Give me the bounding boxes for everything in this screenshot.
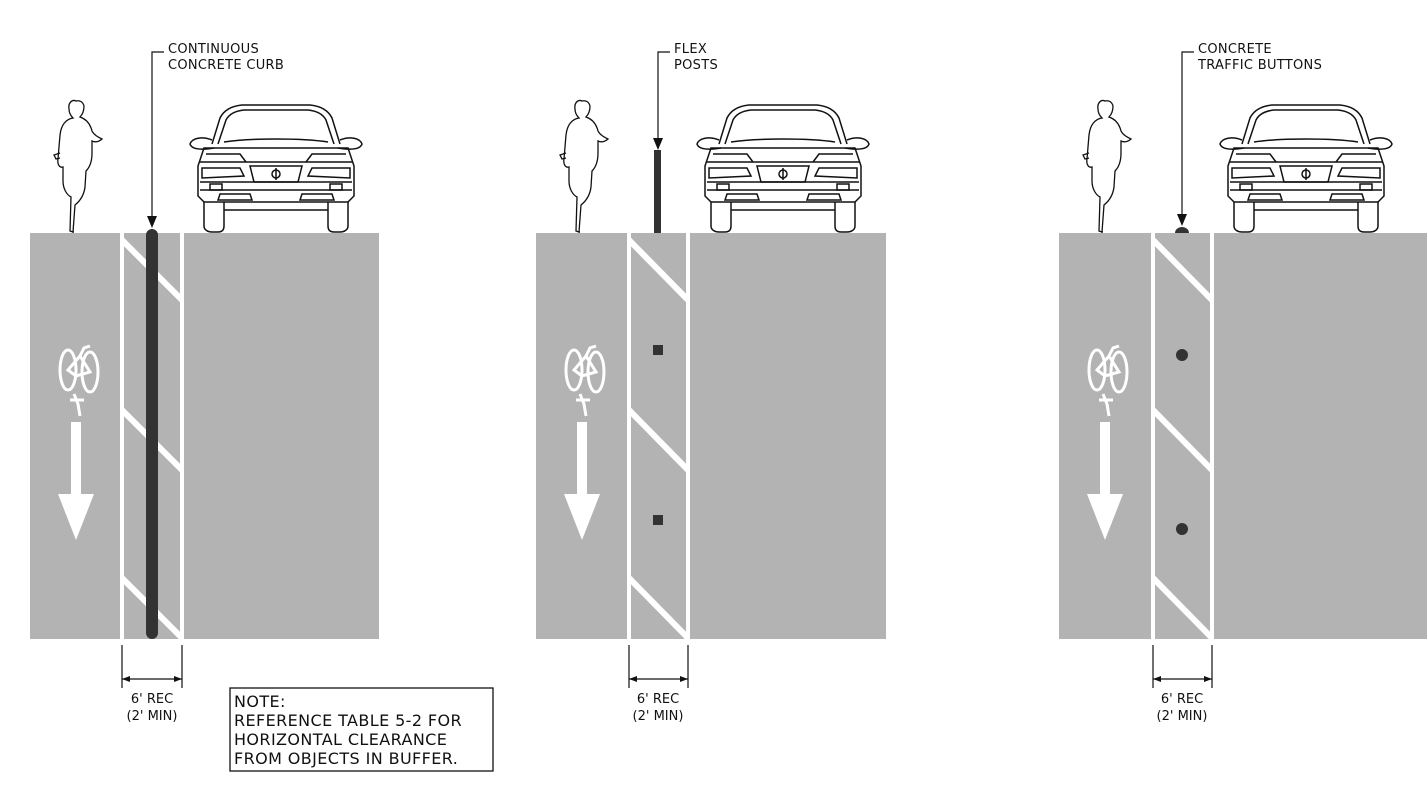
dimension-rec: 6' REC [1161,692,1203,707]
road-surface [536,233,886,639]
panel-traffic-buttons: CONCRETE TRAFFIC BUTTONS 6' REC (2' MIN) [1059,42,1427,724]
cyclist-icon [53,99,103,233]
buttons-leader-line [1181,51,1194,220]
note-line: HORIZONTAL CLEARANCE [234,730,447,749]
flex-post [653,345,663,355]
buffer-dimension [628,645,689,688]
dimension-min: (2' MIN) [1157,709,1208,724]
dimension-min: (2' MIN) [633,709,684,724]
panel-concrete-curb: CONTINUOUS CONCRETE CURB 6' REC (2' MIN) [30,42,379,724]
note-line: REFERENCE TABLE 5-2 FOR [234,711,462,730]
panel-label-line2: CONCRETE CURB [168,58,284,73]
cyclist-icon [559,99,609,233]
dimension-min: (2' MIN) [127,709,178,724]
panel-label-line1: CONTINUOUS [168,42,259,57]
dimension-rec: 6' REC [131,692,173,707]
traffic-button [1176,523,1188,535]
note-line: FROM OBJECTS IN BUFFER. [234,749,458,768]
flex-leader-line [657,51,670,144]
panel-label-line1: CONCRETE [1198,42,1272,57]
buffer-hatching [626,237,691,641]
road-surface [1059,233,1427,639]
leader-arrowhead [1177,214,1187,226]
buffer-hatching [1150,237,1215,641]
dimension-rec: 6' REC [637,692,679,707]
concrete-curb [146,229,158,639]
cyclist-icon [1082,99,1132,233]
traffic-button [1176,349,1188,361]
panel-flex-posts: FLEX POSTS 6' REC (2' MIN) [536,42,886,724]
leader-arrowhead [147,216,157,228]
traffic-button-elevation [1175,227,1189,233]
buffer-dimension [1152,645,1213,688]
flex-post [653,515,663,525]
panel-label-line2: TRAFFIC BUTTONS [1197,58,1322,73]
road-surface [30,233,379,639]
leader-arrowhead [653,138,663,150]
curb-leader-line [151,51,164,222]
panel-label-line1: FLEX [674,42,707,57]
car-icon [696,104,870,233]
note-box: NOTE: REFERENCE TABLE 5-2 FOR HORIZONTAL… [229,687,494,772]
buffer-dimension [121,645,183,688]
flex-post-elevation [654,150,661,233]
panel-label-line2: POSTS [674,58,718,73]
car-icon [1219,104,1393,233]
note-title: NOTE: [234,692,286,711]
car-icon [189,104,363,233]
